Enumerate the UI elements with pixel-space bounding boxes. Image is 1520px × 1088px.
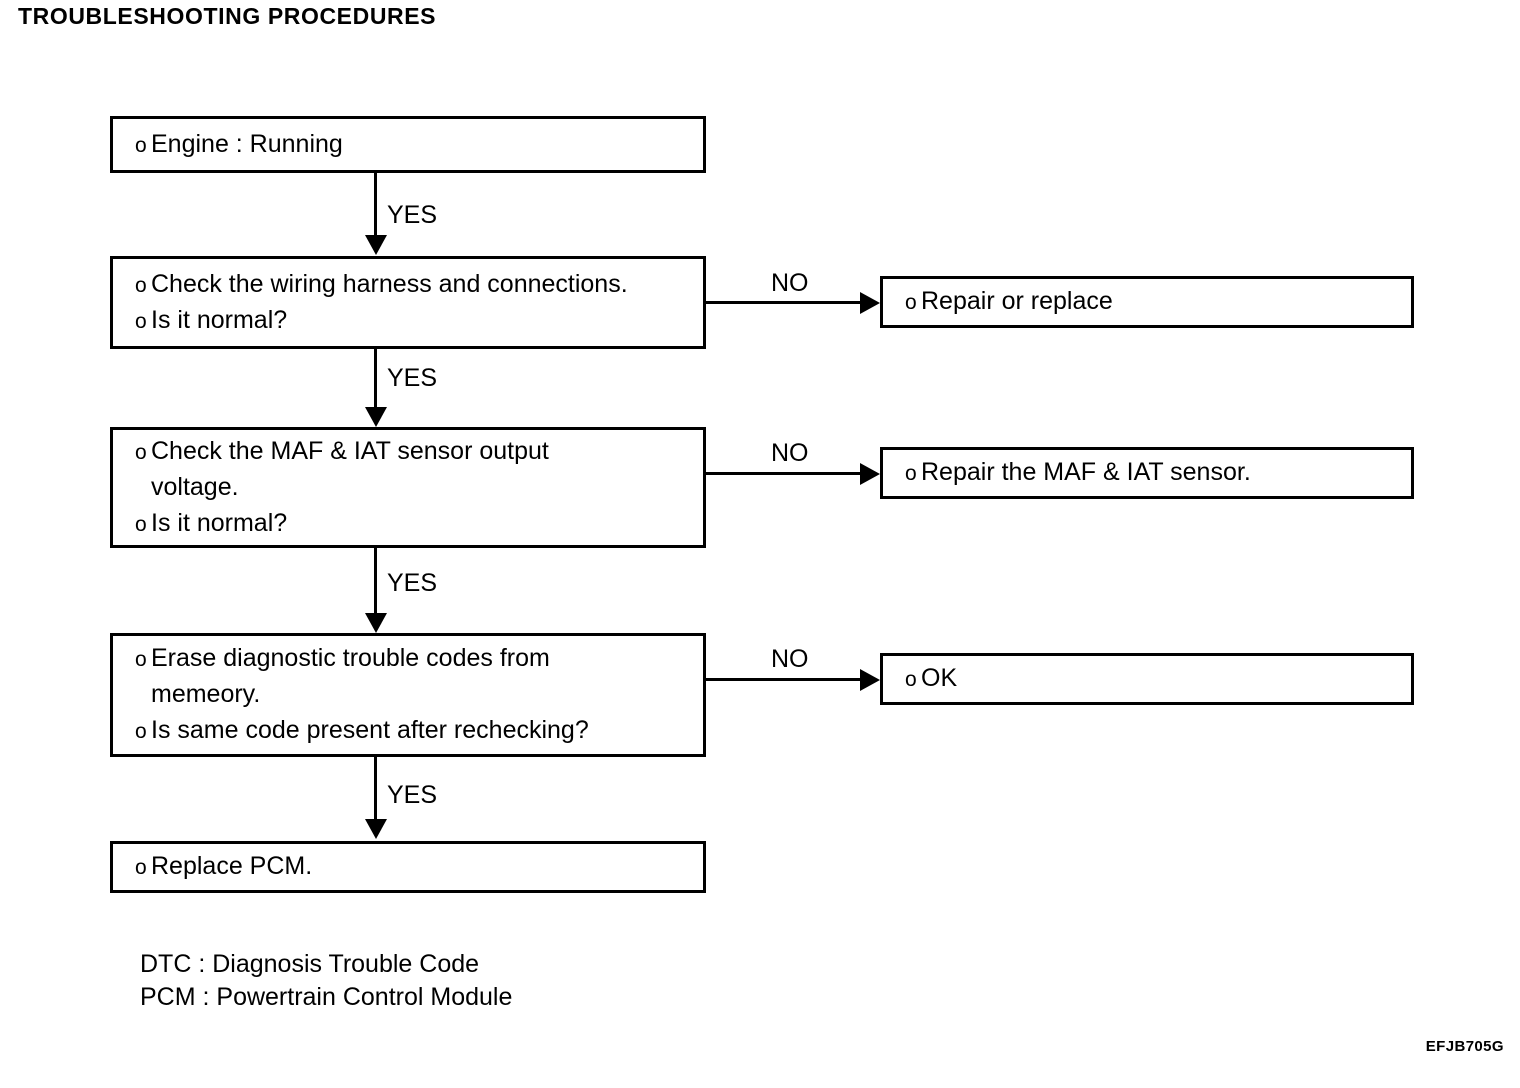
connector-no-1 [706,301,861,304]
bullet-glyph: o [135,440,147,464]
node-line: o Erase diagnostic trouble codes from [113,641,703,677]
bullet-spacer [113,472,151,506]
node-line: o Check the wiring harness and connectio… [113,267,703,303]
edge-label-no-3: NO [771,645,809,673]
connector-yes-4 [374,757,377,821]
flow-node-ok: o OK [880,653,1414,705]
node-text: OK [921,664,958,692]
edge-label-no-1: NO [771,269,809,297]
arrowhead-yes-1 [365,235,387,255]
connector-yes-3 [374,548,377,615]
node-text: Erase diagnostic trouble codes from [151,644,550,672]
figure-code: EFJB705G [1425,1038,1504,1055]
arrowhead-yes-3 [365,613,387,633]
bullet-glyph: o [135,856,147,879]
node-text: Replace PCM. [151,852,313,880]
arrowhead-yes-2 [365,407,387,427]
bullet-glyph: o [905,462,917,485]
connector-no-3 [706,678,861,681]
edge-label-yes-1: YES [387,201,438,229]
bullet-glyph: o [135,512,147,536]
flow-node-check-wiring-harness: o Check the wiring harness and connectio… [110,256,706,349]
flow-node-repair-maf-iat-sensor: o Repair the MAF & IAT sensor. [880,447,1414,499]
edge-label-yes-2: YES [387,364,438,392]
legend-row-dtc: DTC : Diagnosis Trouble Code [140,950,480,978]
node-line: o Repair or replace [883,284,1411,320]
node-text: Is it normal? [151,305,288,334]
node-line: o Repair the MAF & IAT sensor. [883,455,1411,491]
node-text: Is it normal? [151,508,288,537]
node-line: o Check the MAF & IAT sensor output [113,434,703,470]
flow-node-engine-running: o Engine : Running [110,116,706,173]
node-text: Repair the MAF & IAT sensor. [921,458,1251,486]
edge-label-yes-3: YES [387,569,438,597]
legend-row-pcm: PCM : Powertrain Control Module [140,983,513,1011]
bullet-glyph: o [135,720,147,743]
edge-label-yes-4: YES [387,781,438,809]
bullet-glyph: o [905,668,917,691]
flow-node-check-maf-iat-voltage: o Check the MAF & IAT sensor output volt… [110,427,706,548]
arrowhead-no-2 [860,463,880,485]
node-text: Is same code present after rechecking? [151,716,589,744]
connector-yes-2 [374,349,377,409]
node-line: o Is it normal? [113,506,703,542]
page-title: TROUBLESHOOTING PROCEDURES [18,3,437,29]
node-text: Check the MAF & IAT sensor output [151,436,549,465]
connector-no-2 [706,472,861,475]
connector-yes-1 [374,173,377,237]
node-text: Check the wiring harness and connections… [151,269,628,298]
bullet-glyph: o [135,133,147,157]
flow-node-repair-or-replace: o Repair or replace [880,276,1414,328]
node-line: voltage. [113,470,703,506]
node-line: o Is it normal? [113,303,703,339]
node-text: Repair or replace [921,287,1113,315]
arrowhead-no-3 [860,669,880,691]
bullet-glyph: o [135,273,147,297]
node-text: Engine : Running [151,129,343,158]
node-text: voltage. [151,472,239,501]
flow-node-replace-pcm: o Replace PCM. [110,841,706,893]
node-line: o Engine : Running [113,127,703,163]
node-line: o OK [883,661,1411,697]
bullet-spacer [113,679,151,713]
bullet-glyph: o [135,648,147,671]
bullet-glyph: o [135,309,147,333]
bullet-glyph: o [905,291,917,314]
abbreviation-legend: DTC : Diagnosis Trouble Code PCM : Power… [140,948,512,1014]
node-line: memeory. [113,677,703,713]
flow-node-erase-dtc-memory: o Erase diagnostic trouble codes from me… [110,633,706,757]
arrowhead-yes-4 [365,819,387,839]
arrowhead-no-1 [860,292,880,314]
node-line: o Replace PCM. [113,849,703,885]
node-line: o Is same code present after rechecking? [113,713,703,749]
node-text: memeory. [151,680,261,708]
edge-label-no-2: NO [771,439,809,467]
